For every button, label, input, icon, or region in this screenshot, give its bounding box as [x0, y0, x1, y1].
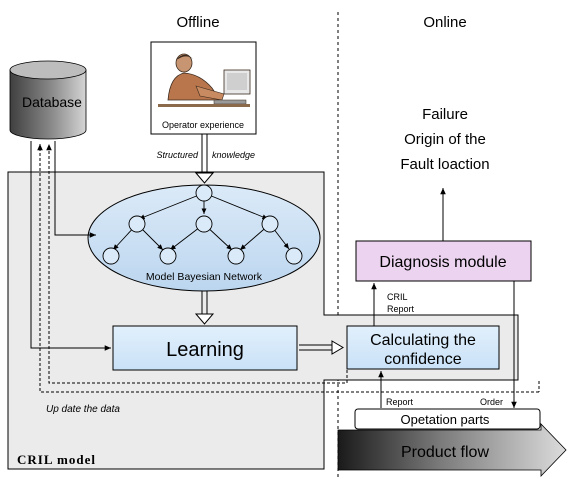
knowledge-arrow: [194, 134, 215, 184]
network-to-learning-arrow: [194, 291, 215, 325]
offline-header: Offline: [176, 14, 219, 31]
bn-node: [102, 247, 120, 265]
operator-caption: Operator experience: [162, 120, 244, 130]
learning-to-confidence-arrow: [299, 340, 344, 355]
product-flow-label: Product flow: [401, 444, 489, 461]
confidence-box: [346, 325, 500, 370]
update-data-dashed-links: [37, 144, 540, 393]
failure-line3: Fault loaction: [400, 156, 489, 173]
failure-line1: Failure: [422, 106, 468, 123]
diagnosis-label: Diagnosis module: [379, 254, 506, 271]
bayesian-nodes: [102, 184, 303, 265]
online-header: Online: [423, 14, 466, 31]
bn-node: [261, 215, 279, 233]
database-label: Database: [22, 94, 82, 110]
structured-label: Structured: [156, 150, 199, 160]
cril-report-line1: CRIL: [387, 292, 408, 302]
bn-node: [195, 215, 213, 233]
operation-parts-label: Opetation parts: [401, 412, 490, 427]
bn-node: [227, 247, 245, 265]
cril-report-line2: Report: [387, 304, 415, 314]
learning-box: [112, 325, 298, 371]
report-label: Report: [386, 397, 414, 407]
knowledge-label: knowledge: [212, 150, 255, 160]
product-flow-arrow: [337, 423, 567, 477]
operation-parts-box: [354, 408, 541, 430]
bayesian-network-label: Model Bayesian Network: [146, 271, 263, 283]
failure-line2: Origin of the: [404, 131, 486, 148]
database-solid-links: [30, 141, 111, 351]
cril-model-label: CRIL model: [17, 452, 96, 467]
bn-node: [159, 247, 177, 265]
bn-node: [128, 215, 146, 233]
order-label: Order: [480, 397, 503, 407]
update-data-label: Up date the data: [46, 404, 120, 415]
learning-label: Learning: [166, 339, 244, 361]
bn-node-root: [195, 184, 213, 202]
bn-node: [285, 247, 303, 265]
operator-icon: [158, 53, 251, 107]
confidence-line2: confidence: [384, 351, 461, 368]
diagnosis-module-box: [355, 240, 532, 282]
confidence-line1: Calculating the: [370, 332, 476, 349]
database-cylinder: [9, 60, 87, 140]
